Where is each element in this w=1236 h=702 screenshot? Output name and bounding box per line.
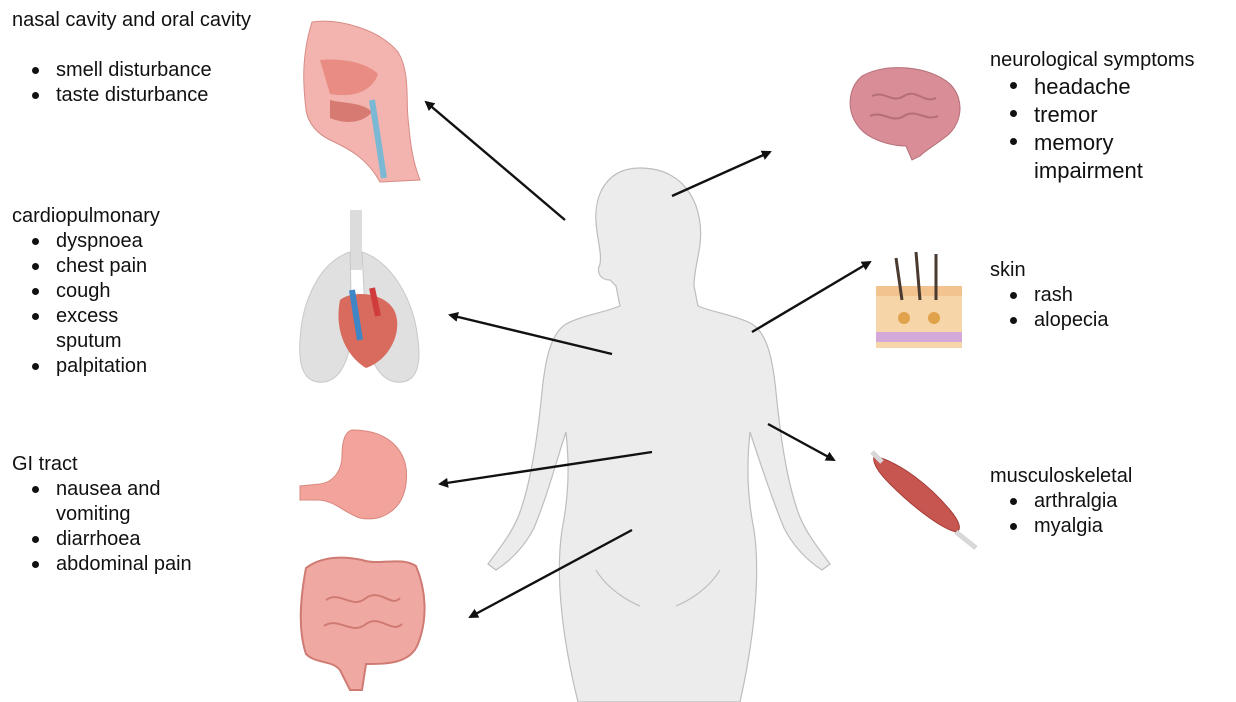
symptom-item: memory impairment — [1034, 129, 1164, 185]
stomach-icon — [300, 430, 407, 519]
group-title: GI tract — [12, 452, 192, 477]
skin-layer-icon — [876, 252, 962, 348]
symptom-item: diarrhoea — [56, 527, 192, 552]
symptom-item: dyspnoea — [56, 229, 166, 254]
symptom-item: excess sputum — [56, 304, 166, 354]
group-title: skin — [990, 258, 1109, 283]
group-gi: GI tract nausea and vomiting diarrhoea a… — [12, 452, 192, 577]
symptom-item: arthralgia — [1034, 489, 1132, 514]
symptom-item: smell disturbance — [56, 58, 251, 83]
symptom-item: chest pain — [56, 254, 166, 279]
group-title: neurological symptoms — [990, 48, 1195, 73]
symptom-item: palpitation — [56, 354, 166, 379]
intestines-icon — [301, 558, 425, 690]
group-title: musculoskeletal — [990, 464, 1132, 489]
lungs-heart-icon — [300, 210, 419, 382]
arrow-skin — [752, 262, 870, 332]
symptom-item: nausea and vomiting — [56, 477, 192, 527]
symptom-item: myalgia — [1034, 514, 1132, 539]
body-silhouette-icon — [488, 168, 830, 702]
symptom-item: tremor — [1034, 101, 1164, 129]
group-cardio: cardiopulmonary dyspnoea chest pain coug… — [12, 204, 166, 379]
arrow-neuro — [672, 152, 770, 196]
brain-icon — [850, 68, 960, 160]
group-msk: musculoskeletal arthralgia myalgia — [990, 464, 1132, 539]
symptom-item: headache — [1034, 73, 1164, 101]
group-nasal: nasal cavity and oral cavity smell distu… — [12, 8, 251, 108]
head-section-icon — [304, 21, 420, 182]
muscle-icon — [872, 452, 976, 548]
symptom-item: alopecia — [1034, 308, 1109, 333]
arrow-nasal — [426, 102, 565, 220]
symptom-item: abdominal pain — [56, 552, 192, 577]
group-skin: skin rash alopecia — [990, 258, 1109, 333]
symptom-item: cough — [56, 279, 166, 304]
group-title: nasal cavity and oral cavity — [12, 8, 251, 33]
symptom-item: rash — [1034, 283, 1109, 308]
group-title: cardiopulmonary — [12, 204, 166, 229]
symptom-item: taste disturbance — [56, 83, 251, 108]
group-neuro: neurological symptoms headache tremor me… — [990, 48, 1195, 185]
